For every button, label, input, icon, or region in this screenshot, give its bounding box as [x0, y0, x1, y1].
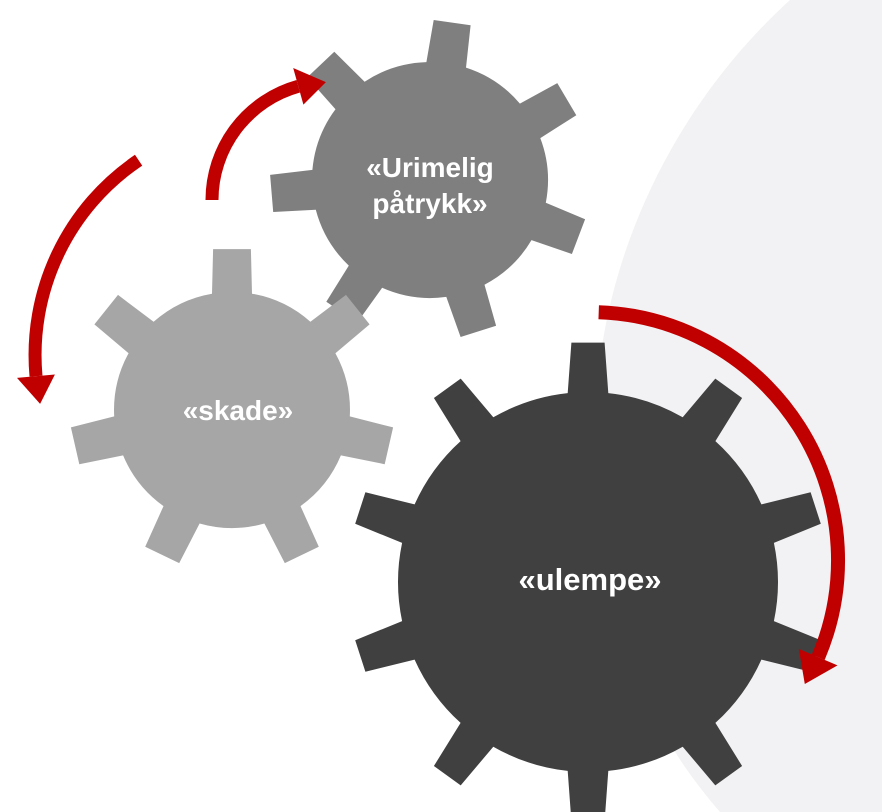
arrow-right [598, 305, 845, 684]
gear-label-skade: «skade» [182, 395, 294, 426]
gear-left [70, 249, 394, 564]
gear-label-ulempe: «ulempe» [518, 562, 662, 597]
arrow-left [17, 154, 143, 404]
gear-big [355, 342, 821, 812]
gear-label-urimelig-patrykk: «Urimelig påtrykk» [366, 152, 494, 220]
arrow-top [205, 68, 326, 201]
gear-top [270, 20, 586, 337]
